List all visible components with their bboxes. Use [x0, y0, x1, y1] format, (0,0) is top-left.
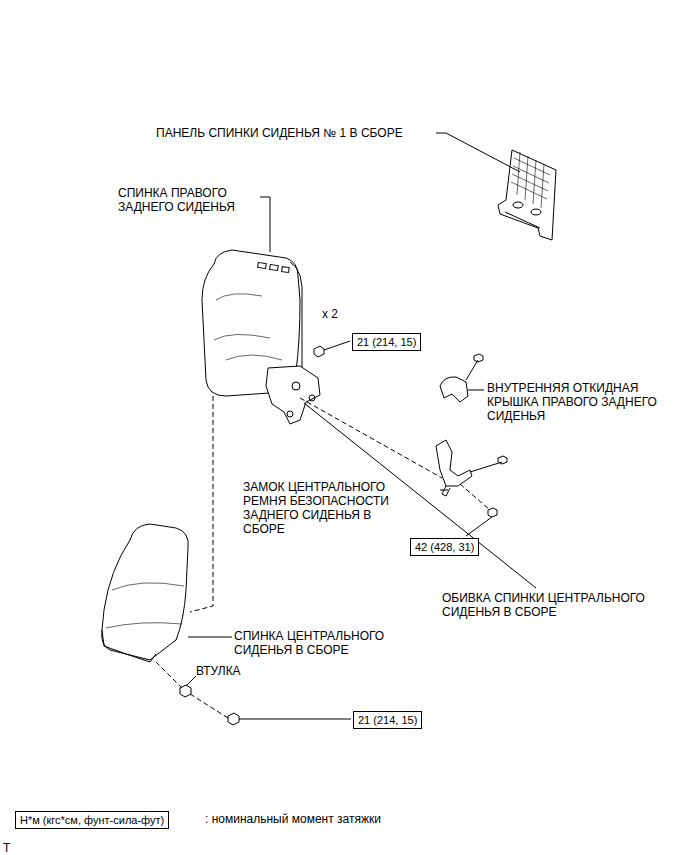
figure-code: T: [3, 841, 10, 855]
bolt: [228, 713, 239, 725]
legend-note: : номинальный момент затяжки: [205, 812, 381, 826]
hinge-bracket: [266, 366, 320, 424]
leader-lines: [186, 133, 536, 719]
bushing: [180, 685, 191, 697]
dashed-lines: [156, 396, 490, 718]
part-name: ЗАМОК ЦЕНТРАЛЬНОГО РЕМНЯ БЕЗОПАСНОСТИ ЗА…: [243, 480, 415, 536]
quantity-note: x 2: [322, 307, 338, 321]
inner-cover: [440, 354, 483, 402]
seatback-panel: [498, 150, 556, 240]
torque-value: 21 (214, 15): [357, 335, 416, 349]
torque-box: 21 (214, 15): [353, 711, 422, 729]
torque-value: Н*м (кгс*см, фунт-сила-фут): [20, 813, 164, 827]
part-name: ПАНЕЛЬ СПИНКИ СИДЕНЬЯ № 1 В СБОРЕ: [156, 126, 403, 140]
torque-value: 42 (428, 31): [415, 540, 474, 554]
part-name: ВТУЛКА: [196, 664, 241, 678]
part-name: СПИНКА ЦЕНТРАЛЬНОГО СИДЕНЬЯ В СБОРЕ: [234, 629, 414, 657]
torque-box: 42 (428, 31): [410, 538, 479, 556]
center-seatback: [102, 524, 189, 662]
torque-value: 21 (214, 15): [358, 713, 417, 727]
bolt: [314, 346, 324, 357]
part-name: СПИНКА ПРАВОГО ЗАДНЕГО СИДЕНЬЯ: [118, 186, 258, 214]
legend-unit-box: Н*м (кгс*см, фунт-сила-фут): [15, 811, 169, 829]
part-name: ОБИВКА СПИНКИ ЦЕНТРАЛЬНОГО СИДЕНЬЯ В СБО…: [442, 591, 678, 619]
torque-box: 21 (214, 15): [352, 333, 421, 351]
seatbelt-buckle: [436, 440, 507, 517]
part-name: ВНУТРЕННЯЯ ОТКИДНАЯ КРЫШКА ПРАВОГО ЗАДНЕ…: [487, 381, 662, 423]
